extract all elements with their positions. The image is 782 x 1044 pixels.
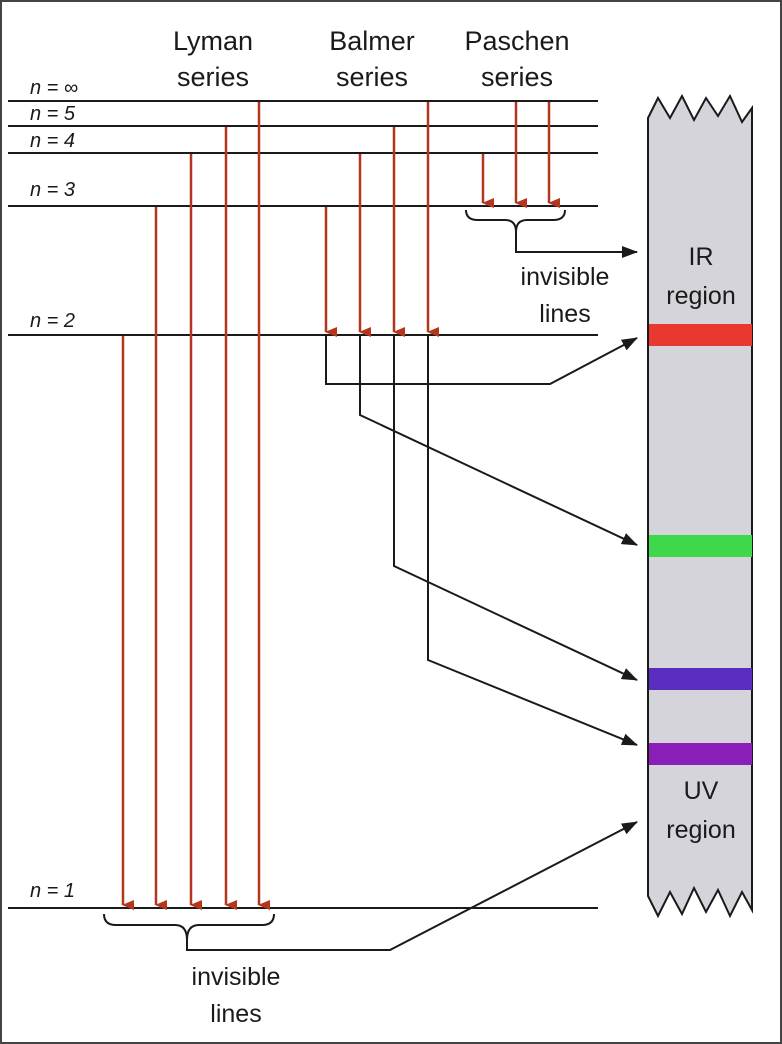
lyman-transitions [121, 102, 270, 910]
lyman-invisible-label-line1: invisible [192, 963, 281, 991]
spectrum-strip [647, 93, 753, 919]
lyman-to-uv-connector [186, 821, 638, 951]
spectrum-band-violet [649, 743, 752, 765]
energy-levels: n = ∞ n = 5 n = 4 n = 3 n = 2 n = 1 [8, 77, 598, 909]
level-label-5: n = 5 [30, 103, 76, 125]
ir-region-label-line2: region [666, 282, 736, 310]
balmer-5-to-blue-connector [393, 336, 638, 681]
paschen-brace [465, 209, 638, 258]
balmer-connectors [325, 336, 638, 746]
lyman-series-label-line2: series [177, 62, 249, 92]
lyman-series-label-line1: Lyman [173, 26, 253, 56]
uv-region-label-line2: region [666, 816, 736, 844]
lyman-invisible-label-line2: lines [210, 1000, 261, 1028]
paschen-series-label-line2: series [481, 62, 553, 92]
paschen-series-label-line1: Paschen [464, 26, 569, 56]
spectrum-band-red [649, 324, 752, 346]
paschen-invisible-label-line2: lines [539, 300, 590, 328]
balmer-inf-to-violet-connector [427, 336, 638, 746]
level-label-4: n = 4 [30, 130, 75, 152]
level-label-inf: n = ∞ [30, 77, 78, 99]
level-label-2: n = 2 [30, 310, 75, 332]
paschen-transitions [481, 102, 560, 208]
level-label-1: n = 1 [30, 880, 75, 902]
spectrum-strip-body [647, 93, 753, 919]
balmer-series-label-line2: series [336, 62, 408, 92]
balmer-series-label-line1: Balmer [329, 26, 415, 56]
balmer-transitions [324, 102, 439, 337]
spectrum-band-green [649, 535, 752, 557]
paschen-invisible-label-line1: invisible [521, 263, 610, 291]
level-label-3: n = 3 [30, 179, 75, 201]
balmer-4-to-green-connector [359, 336, 638, 546]
ir-region-label-line1: IR [689, 243, 714, 271]
lyman-brace [103, 821, 638, 951]
spectrum-band-blue-violet [649, 668, 752, 690]
paschen-to-ir-connector [515, 232, 638, 258]
balmer-3-to-red-connector [325, 336, 638, 385]
series-labels: Lyman series Balmer series Paschen serie… [173, 26, 570, 92]
uv-region-label-line1: UV [684, 777, 719, 805]
